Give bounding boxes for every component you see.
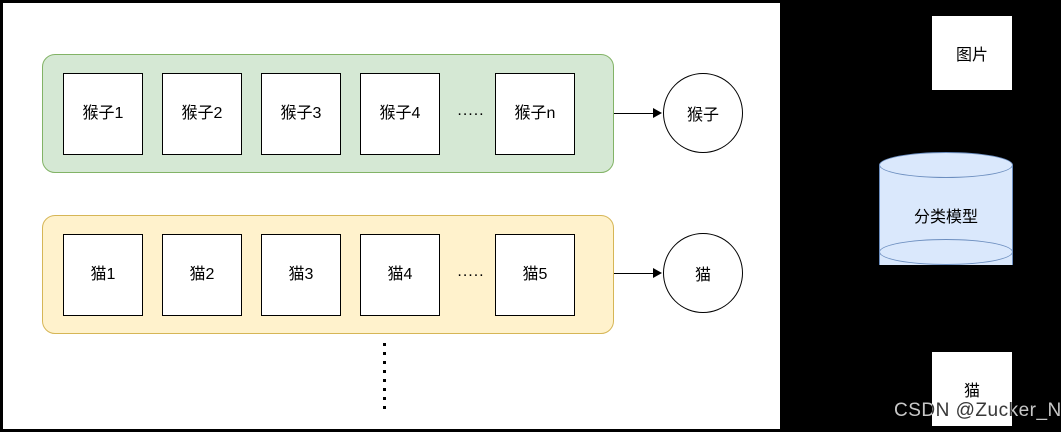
dot — [382, 379, 386, 382]
cylinder-bottom-ellipse — [879, 239, 1013, 265]
pipeline-input-image: 图片 — [932, 16, 1012, 90]
sample-group-cat: 猫1 猫2 猫3 猫4 ..... 猫5 — [42, 215, 614, 334]
sample-box: 猴子3 — [261, 73, 341, 155]
arrow-monkey-head-icon — [653, 108, 662, 118]
dot — [382, 361, 386, 364]
sample-box: 猴子4 — [360, 73, 440, 155]
sample-group-monkey: 猴子1 猴子2 猴子3 猴子4 ..... 猴子n — [42, 54, 614, 173]
dot — [382, 406, 386, 409]
sample-box: 猴子2 — [162, 73, 242, 155]
sample-box: 猴子1 — [63, 73, 143, 155]
cylinder-top-ellipse — [879, 152, 1013, 178]
sample-box: 猫4 — [360, 234, 440, 316]
csdn-watermark: CSDN @Zucker_N — [894, 400, 1061, 421]
inference-pipeline-panel: 图片 分类模型 猫 CSDN @Zucker_N — [781, 0, 1061, 432]
training-data-diagram-panel: 猴子1 猴子2 猴子3 猴子4 ..... 猴子n 猴子 猫1 猫2 猫3 猫4… — [2, 2, 781, 430]
classification-model-cylinder: 分类模型 — [879, 152, 1013, 278]
sample-box: 猫2 — [162, 234, 242, 316]
class-label-monkey: 猴子 — [663, 73, 743, 153]
arrow-cat-head-icon — [653, 268, 662, 278]
dot — [382, 388, 386, 391]
pipeline-output-label: 猫 — [932, 352, 1012, 426]
arrow-cat-line — [614, 273, 654, 274]
dot — [382, 370, 386, 373]
sample-box: 猫3 — [261, 234, 341, 316]
dot — [382, 343, 386, 346]
classification-model-label: 分类模型 — [913, 209, 978, 226]
sample-box: 猫1 — [63, 234, 143, 316]
dot — [382, 352, 386, 355]
sample-box: 猴子n — [495, 73, 575, 155]
sample-ellipsis: ..... — [457, 102, 485, 119]
class-label-cat: 猫 — [663, 233, 743, 313]
sample-ellipsis: ..... — [457, 263, 485, 280]
sample-box: 猫5 — [495, 234, 575, 316]
vertical-ellipsis-icon — [381, 343, 387, 409]
dot — [382, 397, 386, 400]
arrow-monkey-line — [614, 113, 654, 114]
